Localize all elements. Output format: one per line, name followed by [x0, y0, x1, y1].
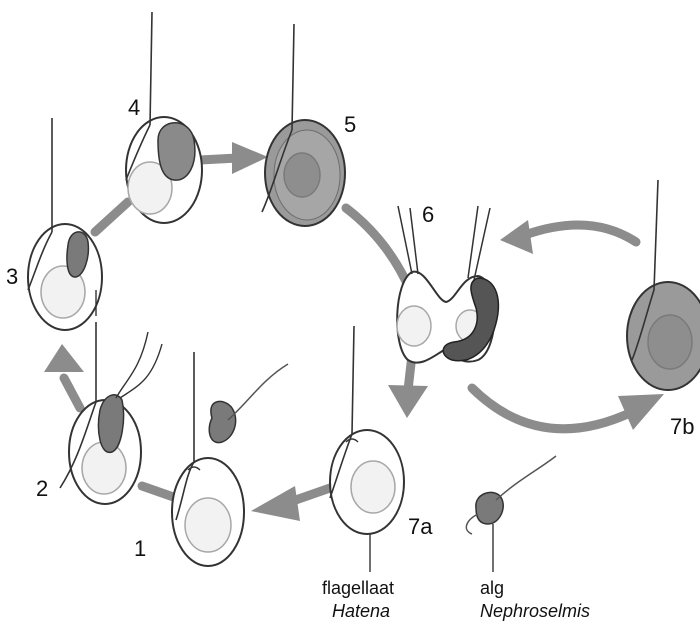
flagellate-species-name: Hatena: [332, 601, 390, 621]
cell-7a: [330, 326, 404, 534]
stage-label-7b: 7b: [670, 414, 694, 439]
stage-label-1: 1: [134, 536, 146, 561]
cell-7a-flagellum-a: [352, 326, 354, 434]
cell-5: [262, 24, 345, 226]
arrow-4-to-5-head: [232, 142, 268, 174]
cell-2: [60, 322, 162, 504]
arrow-6-to-7a-head: [388, 385, 428, 418]
arrow-3-to-4: [95, 202, 128, 232]
cell-7b-nucleus: [648, 315, 692, 369]
cell-4-alga: [158, 123, 195, 180]
cell-6: [397, 206, 498, 363]
alga-near-cell-1-flagellum: [228, 364, 288, 420]
cell-1: [172, 352, 244, 566]
arrow-2-to-3: [64, 378, 80, 408]
cell-5-flagellum-a: [292, 24, 294, 130]
cell-4-flagellum-a: [150, 12, 152, 125]
free-alga-flagellum-b: [466, 514, 478, 534]
cell-1-nucleus: [185, 498, 231, 552]
cell-7a-nucleus: [351, 461, 395, 513]
cell-6-flagellum-2: [410, 208, 418, 274]
arrow-7b-to-6-head: [500, 220, 533, 254]
cell-7b-flagellum-a: [654, 180, 658, 290]
arrow-2-to-3-head: [44, 344, 84, 372]
stage-label-3: 3: [6, 264, 18, 289]
cell-3: [28, 118, 102, 330]
stage-label-6: 6: [422, 202, 434, 227]
cell-2-alga-flagellum-b: [120, 344, 162, 398]
stage-label-7a: 7a: [408, 514, 433, 539]
stage-label-4: 4: [128, 95, 140, 120]
cell-5-nucleus: [284, 153, 320, 197]
flagellate-caption: flagellaat: [322, 578, 394, 598]
free-alga: [466, 456, 556, 534]
cell-7b: [627, 180, 700, 390]
alga-near-cell-1-body: [209, 401, 235, 442]
alga-caption: alg: [480, 578, 504, 598]
alga-near-cell-1: [209, 364, 288, 443]
arrow-6-to-7b: [472, 388, 632, 429]
cell-6-nucleus-left: [397, 306, 431, 346]
stage-label-2: 2: [36, 476, 48, 501]
cell-2-alga-flagellum-a: [116, 332, 148, 398]
stage-label-5: 5: [344, 112, 356, 137]
arrow-7b-to-6: [525, 225, 636, 242]
arrow-7a-to-1-head: [251, 486, 300, 521]
free-alga-flagellum-a: [496, 456, 556, 500]
alga-species-name: Nephroselmis: [480, 601, 590, 621]
